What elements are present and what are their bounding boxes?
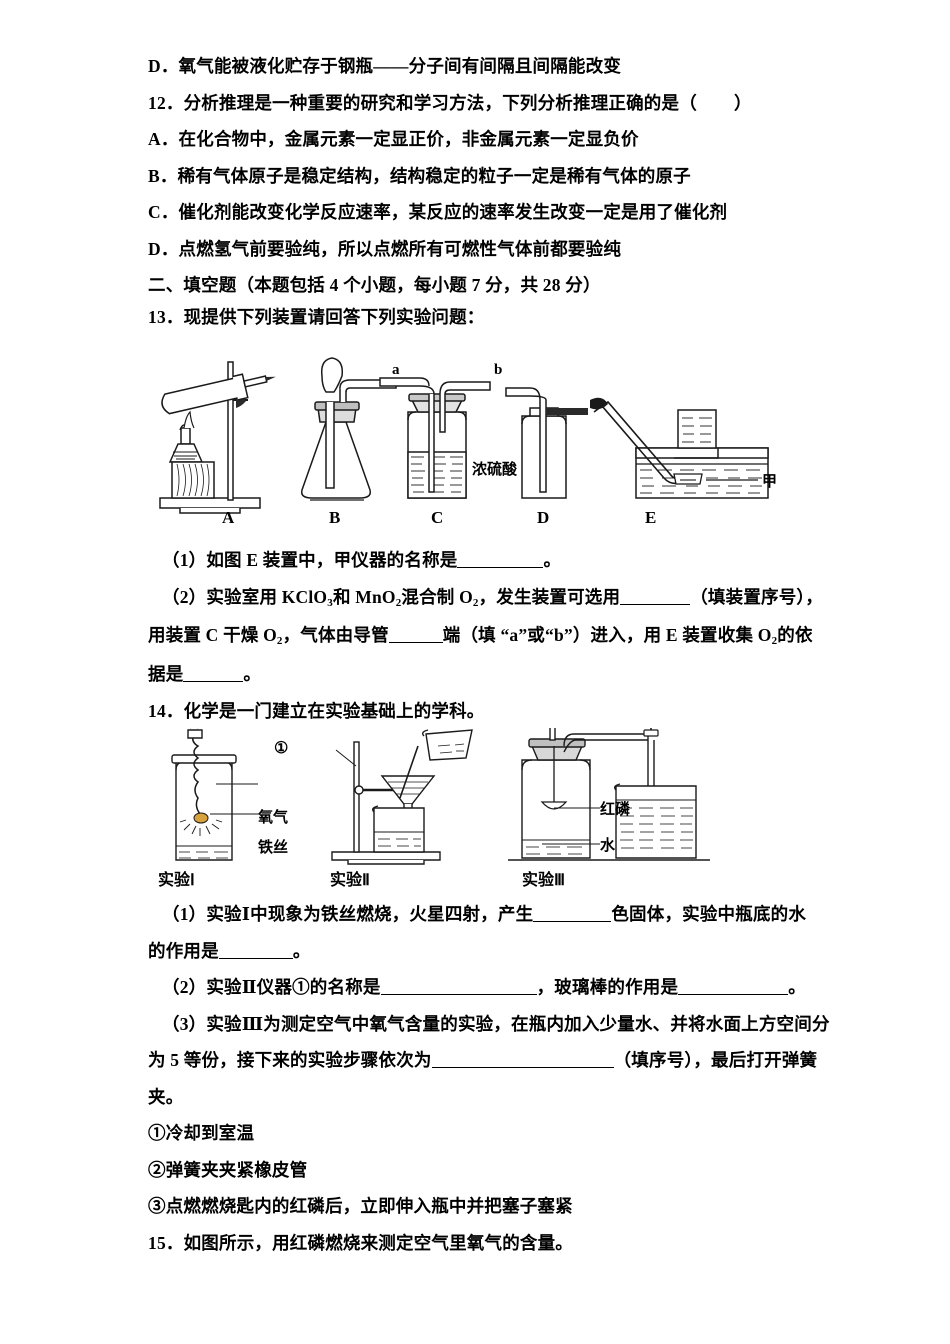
red-phosphorus-label: 红磷 xyxy=(600,801,631,818)
q13-sub2-l2-pre: 用装置 C 干燥 O xyxy=(148,625,277,646)
q14-sub3-line2: 为 5 等份，接下来的实验步骤依次为 （填序号），最后打开弹簧 xyxy=(148,1050,828,1070)
q13-sub2-line2: 用装置 C 干燥 O2，气体由导管端（填 “a”或“b”）进入，用 E 装置收集… xyxy=(148,627,818,647)
apparatus-e xyxy=(590,397,769,499)
answer-blank[interactable] xyxy=(431,1067,614,1068)
answer-blank[interactable] xyxy=(678,994,789,995)
tube-a-label: a xyxy=(392,362,400,378)
subscript: 2 xyxy=(472,596,479,609)
q14-sub2-mid: ，玻璃棒的作用是 xyxy=(536,977,679,997)
subscript: 2 xyxy=(395,596,402,609)
q14-step-2: ②弹簧夹夹紧橡皮管 xyxy=(148,1159,308,1180)
concentrated-sulfuric-acid-label: 浓硫酸 xyxy=(472,461,518,478)
q15-stem: 15．如图所示，用红磷燃烧来测定空气里氧气的含量。 xyxy=(148,1232,573,1253)
q14-sub3-l2-post: （填序号），最后打开弹簧 xyxy=(613,1050,818,1070)
q14-sub2-pre: （2）实验Ⅱ仪器①的名称是 xyxy=(162,977,381,997)
q13-sub2-mid: 和 MnO xyxy=(332,586,396,607)
q14-step-1: ①冷却到室温 xyxy=(148,1123,255,1143)
apparatus-label-b: B xyxy=(329,508,341,527)
q13-sub2-mid2: 混合制 O xyxy=(401,586,473,607)
answer-blank[interactable] xyxy=(218,957,293,959)
experiment-1-caption: 实验Ⅰ xyxy=(158,872,195,889)
q13-sub2-line1: （2）实验室用 KClO3和 MnO2混合制 O2，发生装置可选用（填装置序号）… xyxy=(148,586,823,609)
experiment-3 xyxy=(508,728,710,861)
instrument-marker-1: ① xyxy=(274,740,289,757)
answer-blank[interactable] xyxy=(457,567,544,568)
apparatus-label-e: E xyxy=(645,508,657,527)
q14-sub1-line2: 的作用是 。 xyxy=(148,940,828,961)
q14-sub1-post: 色固体，实验中瓶底的水 xyxy=(611,904,807,924)
q12-stem: 12．分析推理是一种重要的研究和学习方法，下列分析推理正确的是（ ） xyxy=(148,92,808,113)
q14-sub1-l2-pre: 的作用是 xyxy=(148,940,219,961)
document-body: D．氧气能被液化贮存于钢瓶——分子间有间隔且间隔能改变 12．分析推理是一种重要… xyxy=(148,56,808,327)
experiment-2-caption: 实验Ⅱ xyxy=(330,872,370,889)
apparatus-label-a: A xyxy=(222,508,235,527)
q14-stem: 14．化学是一门建立在实验基础上的学科。 xyxy=(148,700,485,721)
apparatus-c xyxy=(379,377,491,499)
q13-sub2-post: （填装置序号）， xyxy=(690,586,824,607)
experiment-2 xyxy=(331,729,473,865)
q13-sub2-line3: 据是 。 xyxy=(148,664,818,684)
q14-sub3-line1: （3）实验Ⅲ为测定空气中氧气含量的实验，在瓶内加入少量水、并将水面上方空间分 xyxy=(162,1013,830,1034)
q14-experiment-captions: 实验Ⅰ 实验Ⅱ 实验Ⅲ xyxy=(150,866,810,892)
section-heading: 二、填空题（本题包括 4 个小题，每小题 7 分，共 28 分） xyxy=(148,275,601,295)
answer-blank[interactable] xyxy=(380,994,537,995)
q13-apparatus-figure: a b 浓硫酸 甲 xyxy=(150,352,830,542)
q11-option-d: D．氧气能被液化贮存于钢瓶——分子间有间隔且间隔能改变 xyxy=(148,56,622,76)
q14-sub1-line1: （1）实验Ⅰ中现象为铁丝燃烧，火星四射，产生 色固体，实验中瓶底的水 xyxy=(148,904,828,924)
q13-sub2-l2-mid2: 端（填 “a”或“b”）进入，用 E 装置收集 O xyxy=(442,625,772,646)
q14-sub3-l2-pre: 为 5 等份，接下来的实验步骤依次为 xyxy=(148,1050,432,1070)
experiment-1 xyxy=(171,728,258,861)
q14-experiments-figure: 氧气 铁丝 ① 红磷 水 xyxy=(150,728,810,868)
subscript: 2 xyxy=(771,635,778,647)
q12-option-a: A．在化合物中，金属元素一定显正价，非金属元素一定显负价 xyxy=(148,129,639,149)
apparatus-d xyxy=(505,387,588,499)
experiment-3-caption: 实验Ⅲ xyxy=(522,872,566,889)
apparatus-label-c: C xyxy=(431,508,444,527)
q14-sub3-line3: 夹。 xyxy=(148,1086,184,1107)
subscript: 2 xyxy=(276,635,283,647)
jia-instrument-label: 甲 xyxy=(762,473,778,490)
answer-blank[interactable] xyxy=(388,642,443,644)
q13-sub2-pre: （2）实验室用 KClO xyxy=(162,586,328,607)
apparatus-a xyxy=(159,361,276,514)
answer-blank[interactable] xyxy=(533,921,612,922)
q13-sub2-l2-post: 的依 xyxy=(777,625,813,646)
q13-sub1-pre: （1）如图 E 装置中，甲仪器的名称是 xyxy=(162,550,458,570)
answer-blank[interactable] xyxy=(183,681,244,682)
q13-sub2-mid3: ，发生装置可选用 xyxy=(478,586,621,607)
q14-sub2-post: 。 xyxy=(788,977,806,997)
q12-option-b: B．稀有气体原子是稳定结构，结构稳定的粒子一定是稀有气体的原子 xyxy=(148,165,691,186)
q14-subquestions: （1）实验Ⅰ中现象为铁丝燃烧，火星四射，产生色固体，实验中瓶底的水 的作用是。 … xyxy=(148,904,830,1253)
q13-sub2-l3-post: 。 xyxy=(243,664,262,684)
q14-step-3: ③点燃燃烧匙内的红磷后，立即伸入瓶中并把塞子塞紧 xyxy=(148,1196,573,1216)
iron-wire-label: 铁丝 xyxy=(258,839,289,856)
q12-stem-close: ） xyxy=(734,92,752,113)
water-label: 水 xyxy=(600,837,616,854)
q12-option-c: C．催化剂能改变化学反应速率，某反应的速率发生改变一定是用了催化剂 xyxy=(148,202,728,222)
q13-sub2-l2-mid: ，气体由导管 xyxy=(282,625,389,646)
q13-sub2-l3-pre: 据是 xyxy=(148,664,184,684)
q13-subquestions: （1）如图 E 装置中，甲仪器的名称是。 （2）实验室用 KClO3和 MnO2… xyxy=(148,550,823,721)
q13-stem: 13．现提供下列装置请回答下列实验问题： xyxy=(148,306,485,327)
q14-sub2: （2）实验Ⅱ仪器①的名称是 ，玻璃棒的作用是 。 xyxy=(148,977,828,997)
q13-apparatus-captions: A B C D E xyxy=(150,508,830,534)
oxygen-label: 氧气 xyxy=(258,809,289,826)
q14-sub1-l2-post: 。 xyxy=(292,940,311,961)
q12-option-d: D．点燃氢气前要验纯，所以点燃所有可燃性气体前都要验纯 xyxy=(148,238,622,259)
q14-sub1-pre: （1）实验Ⅰ中现象为铁丝燃烧，火星四射，产生 xyxy=(162,904,534,924)
q12-stem-text: 12．分析推理是一种重要的研究和学习方法，下列分析推理正确的是（ xyxy=(148,92,697,113)
q13-sub1-post: 。 xyxy=(543,550,562,570)
q13-sub1: （1）如图 E 装置中，甲仪器的名称是 。 xyxy=(148,550,818,570)
subscript: 3 xyxy=(327,596,333,609)
answer-blank[interactable] xyxy=(620,603,691,605)
tube-b-label: b xyxy=(494,362,503,378)
apparatus-label-d: D xyxy=(537,508,550,527)
